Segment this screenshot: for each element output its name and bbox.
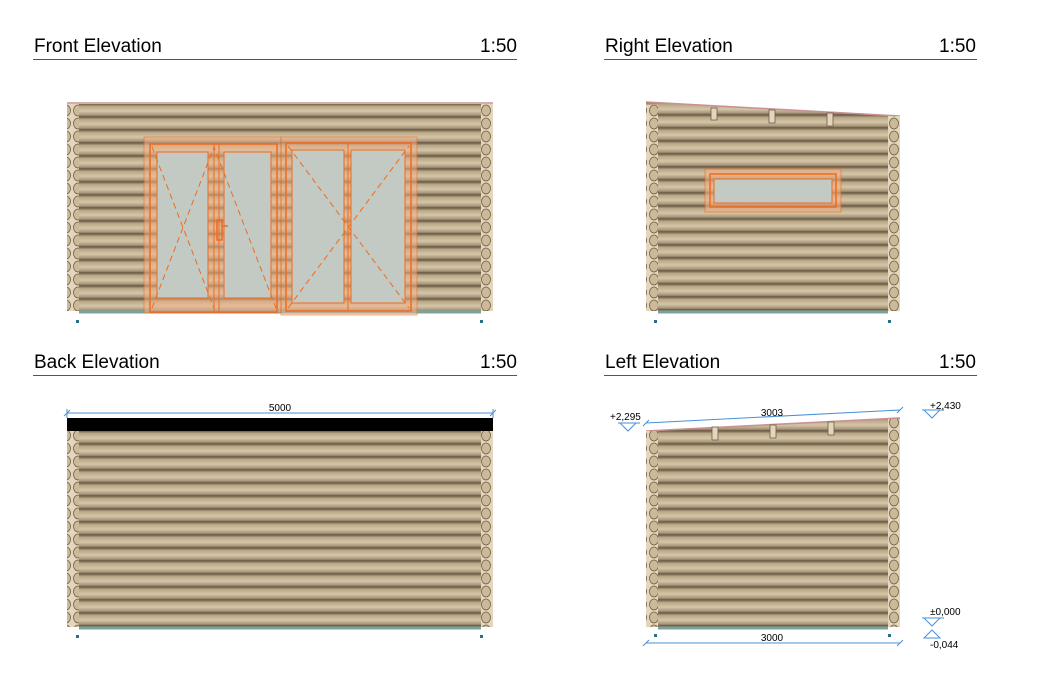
level-marker-high-top: +2,430	[922, 401, 961, 419]
front-elevation-drawing	[67, 102, 493, 323]
front-corner-right	[481, 104, 493, 311]
level-low-top-label: +2,295	[610, 412, 641, 423]
right-side-window	[704, 168, 842, 213]
left-roof-purlin	[827, 421, 835, 436]
right-roof-purlin	[826, 112, 834, 127]
left-elevation-scale: 1:50	[939, 352, 976, 373]
front-corner-left	[67, 104, 79, 311]
front-elevation-title: Front Elevation	[34, 36, 162, 57]
level-ground-label: ±0,000	[930, 607, 961, 618]
left-roof-dimension: 3003	[761, 408, 784, 419]
level-marker-ground: ±0,000	[922, 607, 961, 627]
left-corner-right	[888, 419, 900, 627]
left-elevation-title: Left Elevation	[605, 352, 721, 373]
front-title-rule	[33, 59, 517, 60]
left-log-wall	[646, 418, 900, 627]
back-title-rule	[33, 375, 517, 376]
left-elevation-drawing: 3003 3000 +2,295 +2,430 ±0,000	[610, 401, 961, 651]
back-foot-right	[480, 635, 483, 638]
left-corner-left	[646, 431, 658, 627]
left-roof-edge	[645, 417, 901, 432]
front-foot-left	[76, 320, 79, 323]
left-roof-dimension-line	[645, 409, 901, 424]
back-foot-left	[76, 635, 79, 638]
back-elevation-drawing: 5000	[63, 403, 497, 638]
right-roof-purlin	[768, 109, 776, 124]
back-log-wall	[67, 431, 493, 627]
right-elevation-drawing	[645, 101, 901, 323]
level-marker-low-top: +2,295	[610, 412, 641, 432]
back-elevation-scale: 1:50	[480, 352, 517, 373]
right-corner-left	[646, 105, 658, 311]
front-double-door	[143, 136, 282, 314]
back-corner-left	[67, 431, 79, 627]
back-roof-fascia	[67, 418, 493, 431]
right-roof-edge	[645, 101, 901, 117]
left-base-dimension: 3000	[761, 633, 784, 644]
left-roof-purlin	[769, 424, 777, 439]
back-elevation-title: Back Elevation	[34, 352, 160, 373]
level-high-top-label: +2,430	[930, 401, 961, 412]
back-corner-right	[481, 431, 493, 627]
left-foot-right	[888, 634, 891, 637]
right-elevation-scale: 1:50	[939, 36, 976, 57]
left-roof-purlin	[711, 426, 719, 441]
right-foot-left	[654, 320, 657, 323]
left-title-rule	[604, 375, 977, 376]
level-marker-below-ground: -0,044	[922, 629, 959, 651]
left-foot-left	[654, 634, 657, 637]
front-fixed-window	[280, 136, 418, 316]
right-title-rule	[604, 59, 977, 60]
level-below-ground-label: -0,044	[930, 640, 959, 651]
front-foot-right	[480, 320, 483, 323]
right-roof-purlin	[710, 107, 718, 121]
right-elevation-title: Right Elevation	[605, 36, 733, 57]
front-elevation-scale: 1:50	[480, 36, 517, 57]
right-corner-right	[888, 116, 900, 311]
right-foot-right	[888, 320, 891, 323]
back-width-dimension: 5000	[269, 403, 292, 414]
